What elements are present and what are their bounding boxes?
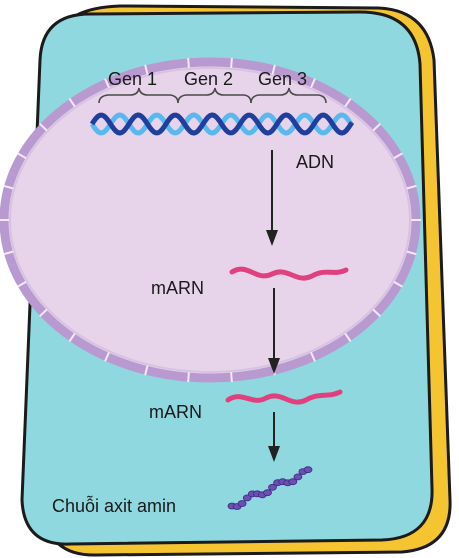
nuclear-pore — [231, 372, 232, 382]
amino-acid-bead — [304, 467, 312, 473]
dna-label: ADN — [296, 152, 334, 172]
nuclear-pore — [231, 58, 232, 68]
mrna-cytoplasm-label: mARN — [149, 402, 202, 422]
nucleus — [4, 62, 416, 378]
amino-acid-chain-label: Chuỗi axit amin — [52, 495, 176, 516]
nuclear-pore — [188, 58, 189, 68]
amino-acid-bead — [264, 490, 272, 496]
gene-1-label: Gen 1 — [108, 69, 157, 89]
amino-acid-bead — [294, 474, 302, 480]
amino-acid-bead — [238, 501, 246, 507]
gene-3-label: Gen 3 — [258, 69, 307, 89]
nuclear-pore — [188, 372, 189, 382]
mrna-nucleus-label: mARN — [151, 278, 204, 298]
gene-2-label: Gen 2 — [184, 69, 233, 89]
